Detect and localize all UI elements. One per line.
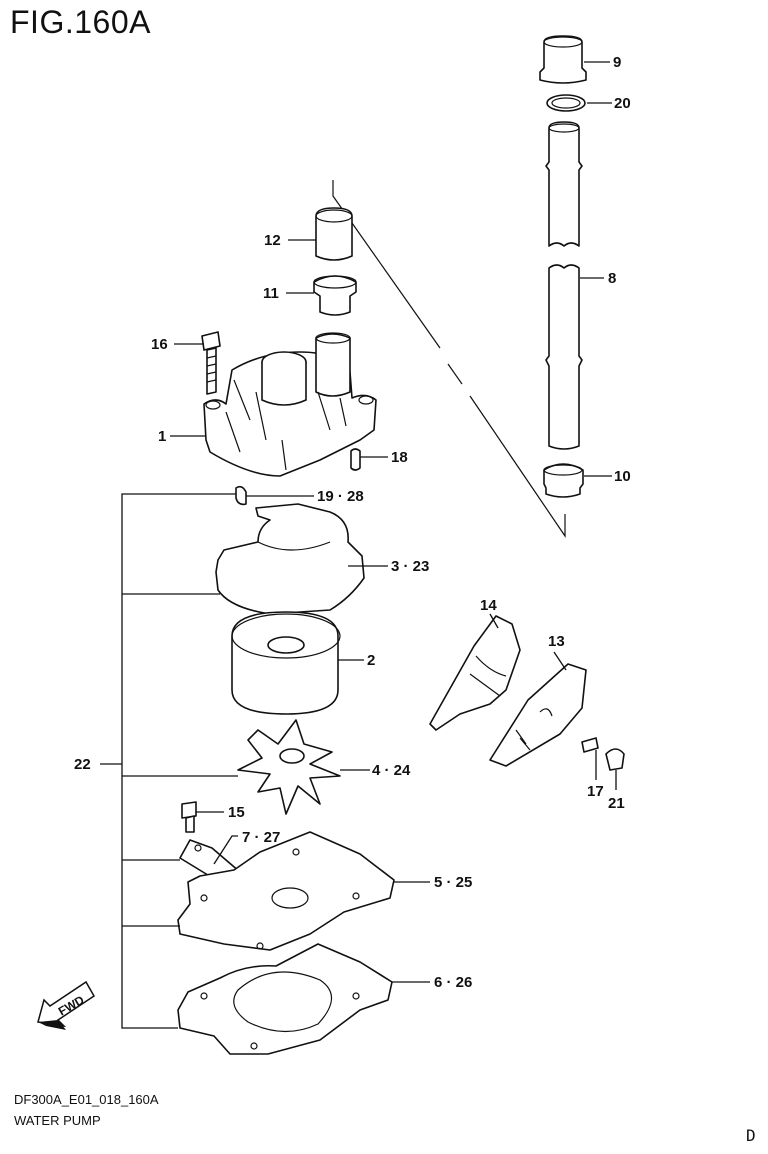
callout-9: 9 xyxy=(613,54,621,71)
grommet-part-10[interactable] xyxy=(543,463,584,498)
callout-15: 15 xyxy=(228,804,245,821)
plate-part-5-25[interactable] xyxy=(177,831,395,951)
impeller-part-4-24[interactable] xyxy=(237,719,341,815)
callout-2: 2 xyxy=(367,652,375,669)
bolt-part-15[interactable] xyxy=(181,801,197,833)
cover-part-14[interactable] xyxy=(429,615,521,731)
callout-18: 18 xyxy=(391,449,408,466)
nut-part-21[interactable] xyxy=(605,748,625,771)
liner-part-2[interactable] xyxy=(231,611,341,715)
callout-12: 12 xyxy=(264,232,281,249)
callout-8: 8 xyxy=(608,270,616,287)
cover-part-13[interactable] xyxy=(489,663,587,767)
pump-case-part-1[interactable] xyxy=(203,332,377,477)
callout-20: 20 xyxy=(614,95,631,112)
gasket-part-6-26[interactable] xyxy=(177,943,393,1055)
diagram-code: DF300A_E01_018_160A xyxy=(14,1092,159,1107)
water-tube-part-8[interactable] xyxy=(545,121,583,450)
diagram-name: WATER PUMP xyxy=(14,1113,101,1128)
callout-6-26: 6 · 26 xyxy=(434,974,472,991)
callout-19-28: 19 · 28 xyxy=(317,488,364,505)
dowel-pin-part-18[interactable] xyxy=(350,448,361,471)
callout-13: 13 xyxy=(548,633,565,650)
bolt-part-16[interactable] xyxy=(201,331,221,395)
screw-part-17[interactable] xyxy=(581,737,599,753)
callout-1: 1 xyxy=(158,428,166,445)
corner-mark: D xyxy=(746,1126,756,1145)
figure-title: FIG.160A xyxy=(10,4,151,40)
key-part-19-28[interactable] xyxy=(235,485,247,506)
o-ring-part-20[interactable] xyxy=(546,94,586,112)
callout-5-25: 5 · 25 xyxy=(434,874,472,891)
callout-16: 16 xyxy=(151,336,168,353)
callout-21: 21 xyxy=(608,795,625,812)
fwd-arrow-icon: FWD xyxy=(37,980,95,1030)
gasket-part-3-23[interactable] xyxy=(215,503,365,615)
callout-11: 11 xyxy=(263,285,279,302)
callout-7-27: 7 · 27 xyxy=(242,829,280,846)
callout-10: 10 xyxy=(614,468,631,485)
callout-14: 14 xyxy=(480,597,497,614)
callout-17: 17 xyxy=(587,783,604,800)
callout-3-23: 3 · 23 xyxy=(391,558,429,575)
callout-4-24: 4 · 24 xyxy=(372,762,411,779)
grommet-part-9[interactable] xyxy=(539,35,587,84)
seal-part-11[interactable] xyxy=(313,275,357,316)
sleeve-part-12[interactable] xyxy=(315,207,353,261)
callout-22: 22 xyxy=(74,756,91,773)
